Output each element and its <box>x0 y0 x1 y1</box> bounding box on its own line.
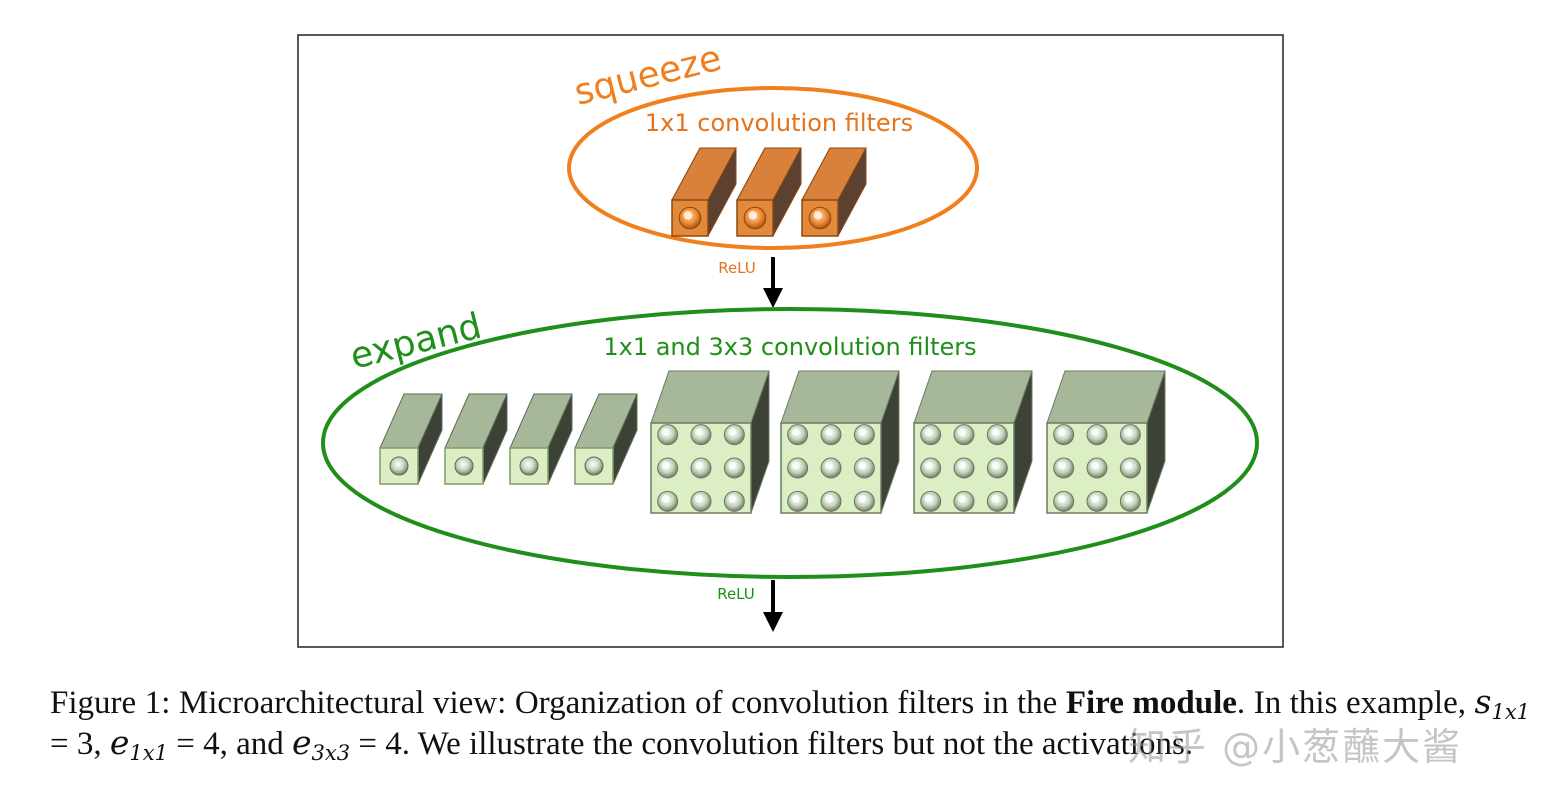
filter-knob-highlight <box>728 461 737 470</box>
filter-knob-highlight <box>1057 461 1066 470</box>
filter-top-face <box>650 370 770 424</box>
filter-knob-highlight <box>924 461 933 470</box>
caption-e3-var: e <box>292 723 312 762</box>
filter-knob-highlight <box>958 461 966 470</box>
filter-knob-highlight <box>748 210 758 220</box>
filter-weight-knob <box>584 456 604 476</box>
squeeze-filter-1x1 <box>801 147 867 237</box>
watermark: 知乎 @小葱蘸大酱 <box>1128 725 1463 769</box>
filter-knob-highlight <box>695 461 703 470</box>
expand-filter-3x3 <box>913 370 1033 514</box>
filter-knob-highlight <box>791 461 800 470</box>
filter-knob-highlight <box>791 494 800 503</box>
filter-knob-highlight <box>1124 428 1133 437</box>
filter-knob-highlight <box>1057 494 1066 503</box>
squeeze-filter-1x1 <box>671 147 737 237</box>
caption-e3-value: = 4. <box>350 726 410 762</box>
filter-front-face <box>736 199 774 237</box>
filter-knob-highlight <box>661 461 670 470</box>
squeeze-subtitle: 1x1 convolution filters <box>645 109 913 137</box>
caption-s-var: s <box>1474 682 1492 721</box>
filter-weight-knob <box>454 456 474 476</box>
figure-border <box>297 34 1284 648</box>
filter-knob-highlight <box>1091 494 1099 503</box>
filter-knob-highlight <box>924 428 933 437</box>
expand-filter-1x1 <box>509 393 573 485</box>
filter-weight-knob <box>389 456 409 476</box>
squeeze-ellipse <box>567 86 979 250</box>
filter-knob-highlight <box>728 494 737 503</box>
caption-e1-var: e <box>109 723 130 762</box>
caption-s-value: = 3, <box>50 726 110 762</box>
figure-caption: Figure 1: Microarchitectural view: Organ… <box>50 682 1530 764</box>
expand-3x3-filter-group <box>650 370 1166 514</box>
filter-knob-highlight <box>728 428 737 437</box>
filter-knob-highlight <box>958 494 966 503</box>
filter-knob-highlight <box>825 461 833 470</box>
caption-text-2: . In this example, <box>1236 685 1466 721</box>
expand-filter-3x3 <box>650 370 770 514</box>
expand-ellipse <box>321 307 1259 579</box>
filter-knob-highlight <box>924 494 933 503</box>
filter-knob-highlight <box>695 428 703 437</box>
filter-knob-highlight <box>1124 494 1133 503</box>
expand-filter-3x3 <box>780 370 900 514</box>
filter-knob-highlight <box>1091 461 1099 470</box>
caption-text-1: Microarchitectural view: Organization of… <box>178 685 1058 721</box>
filter-knob-highlight <box>825 428 833 437</box>
caption-s-sub: 1x1 <box>1491 700 1531 724</box>
filter-knob-highlight <box>858 494 867 503</box>
filter-knob-highlight <box>661 494 670 503</box>
caption-bold-term: Fire module <box>1065 685 1237 721</box>
expand-filter-1x1 <box>444 393 508 485</box>
filter-top-face <box>780 370 900 424</box>
squeeze-relu-label: ReLU <box>718 259 756 277</box>
filter-knob-highlight <box>858 428 867 437</box>
filter-knob-highlight <box>695 494 703 503</box>
caption-e1-value: = 4, and <box>167 726 292 762</box>
filter-front-face <box>671 199 709 237</box>
expand-filter-1x1 <box>379 393 443 485</box>
filter-knob-highlight <box>991 461 1000 470</box>
filter-knob-highlight <box>991 494 1000 503</box>
filter-weight-knob <box>519 456 539 476</box>
caption-text-end: We illustrate the convolution filters bu… <box>409 726 1194 762</box>
filter-knob-highlight <box>958 428 966 437</box>
expand-section: expand 1x1 and 3x3 convolution filters R… <box>321 306 1259 632</box>
filter-knob-highlight <box>1091 428 1099 437</box>
filter-knob-highlight <box>791 428 800 437</box>
filter-top-face <box>1046 370 1166 424</box>
caption-label: Figure 1: <box>50 685 171 721</box>
filter-knob-highlight <box>661 428 670 437</box>
expand-filter-1x1 <box>574 393 638 485</box>
filter-knob-highlight <box>813 210 823 220</box>
squeeze-filter-group <box>671 147 867 237</box>
caption-e1-sub: 1x1 <box>129 741 168 765</box>
expand-subtitle: 1x1 and 3x3 convolution filters <box>603 333 976 361</box>
filter-knob-highlight <box>991 428 1000 437</box>
filter-knob-highlight <box>683 210 693 220</box>
expand-relu-label: ReLU <box>717 585 755 603</box>
filter-knob-highlight <box>825 494 833 503</box>
caption-e3-sub: 3x3 <box>311 741 351 765</box>
filter-knob-highlight <box>1057 428 1066 437</box>
squeeze-filter-1x1 <box>736 147 802 237</box>
filter-top-face <box>913 370 1033 424</box>
expand-filter-3x3 <box>1046 370 1166 514</box>
expand-1x1-filter-group <box>379 393 638 485</box>
filter-knob-highlight <box>1124 461 1133 470</box>
filter-knob-highlight <box>858 461 867 470</box>
